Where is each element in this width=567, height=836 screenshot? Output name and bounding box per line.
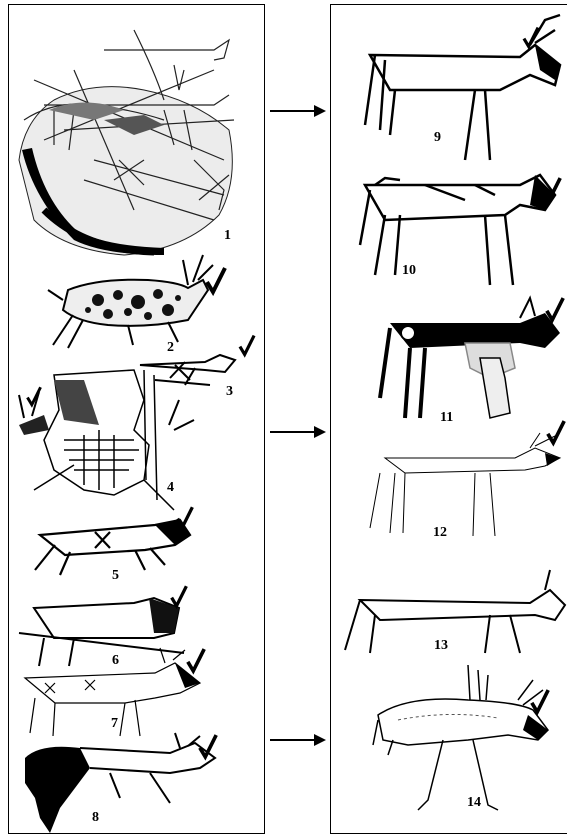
checkmark-icon bbox=[238, 334, 256, 356]
checkmark-icon bbox=[546, 418, 566, 446]
checkmark-icon bbox=[198, 732, 218, 760]
figure-label: 12 bbox=[433, 525, 447, 541]
arrow-icon bbox=[270, 733, 326, 747]
arrow-icon bbox=[270, 104, 326, 118]
checkmark-icon bbox=[522, 26, 540, 48]
figure-label: 9 bbox=[434, 130, 441, 146]
figure-label: 8 bbox=[92, 810, 99, 826]
figure-label: 14 bbox=[467, 795, 481, 811]
checkmark-icon bbox=[176, 505, 194, 529]
figure-label: 11 bbox=[440, 410, 453, 426]
figure-label: 13 bbox=[434, 638, 448, 654]
rock-art-figure-7 bbox=[15, 648, 205, 738]
rock-art-figure-2 bbox=[38, 250, 238, 350]
rock-art-figure-8 bbox=[20, 728, 220, 833]
checkmark-icon bbox=[26, 385, 42, 407]
rock-art-figure-5 bbox=[25, 510, 195, 580]
checkmark-icon bbox=[205, 266, 227, 294]
rock-art-figure-11 bbox=[370, 298, 565, 428]
rock-art-figure-1 bbox=[14, 10, 244, 255]
figure-label: 10 bbox=[402, 263, 416, 279]
figure-label: 4 bbox=[167, 480, 174, 496]
rock-art-figure-12 bbox=[365, 428, 565, 538]
rock-art-figure-13 bbox=[340, 565, 565, 655]
arrow-icon bbox=[270, 425, 326, 439]
checkmark-icon bbox=[170, 584, 188, 608]
figure-label: 3 bbox=[226, 384, 233, 400]
rock-art-figure-10 bbox=[345, 160, 565, 295]
figure-label: 5 bbox=[112, 568, 119, 584]
rock-art-figure-14 bbox=[368, 660, 563, 825]
checkmark-icon bbox=[186, 646, 206, 674]
figure-label: 1 bbox=[224, 228, 231, 244]
checkmark-icon bbox=[542, 176, 562, 202]
checkmark-icon bbox=[545, 296, 565, 322]
checkmark-icon bbox=[530, 687, 550, 715]
